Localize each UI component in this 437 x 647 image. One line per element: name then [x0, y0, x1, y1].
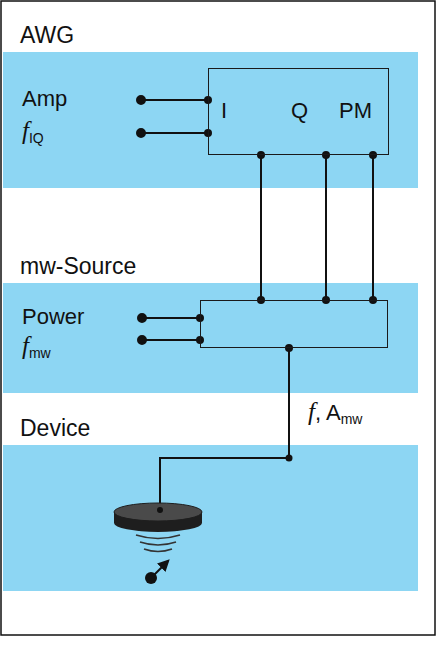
port-box: [200, 300, 388, 348]
band-panel: mw-Source: [3, 283, 418, 393]
signal-label: Amp: [22, 87, 67, 111]
port-label: Q: [291, 99, 308, 123]
port-label: I: [221, 99, 227, 123]
signal-label: fIQ: [22, 117, 44, 146]
port-label: PM: [339, 99, 372, 123]
band-heading: Device: [20, 416, 90, 441]
junction-dot: [286, 455, 293, 462]
signal-label: Power: [22, 305, 84, 329]
resonator-disk: [114, 503, 202, 532]
signal-wire: [257, 151, 265, 304]
signal-wire: [285, 344, 293, 445]
spin-symbol: [145, 561, 168, 584]
signal-label: fmw: [22, 332, 51, 361]
port-box: I Q PM: [208, 68, 389, 155]
band-panel: Device: [3, 445, 418, 591]
band-panel: AWGIQPM: [3, 52, 418, 188]
edge-label: f, Amw: [306, 398, 364, 427]
frame: [1, 1, 435, 635]
input-wires: [137, 96, 211, 344]
band-heading: mw-Source: [20, 254, 136, 279]
signal-wire: [369, 151, 377, 304]
field-waves: [136, 535, 180, 552]
device-feed-wire: [160, 445, 289, 510]
band-heading: AWG: [20, 23, 74, 48]
signal-wire: [322, 151, 330, 304]
